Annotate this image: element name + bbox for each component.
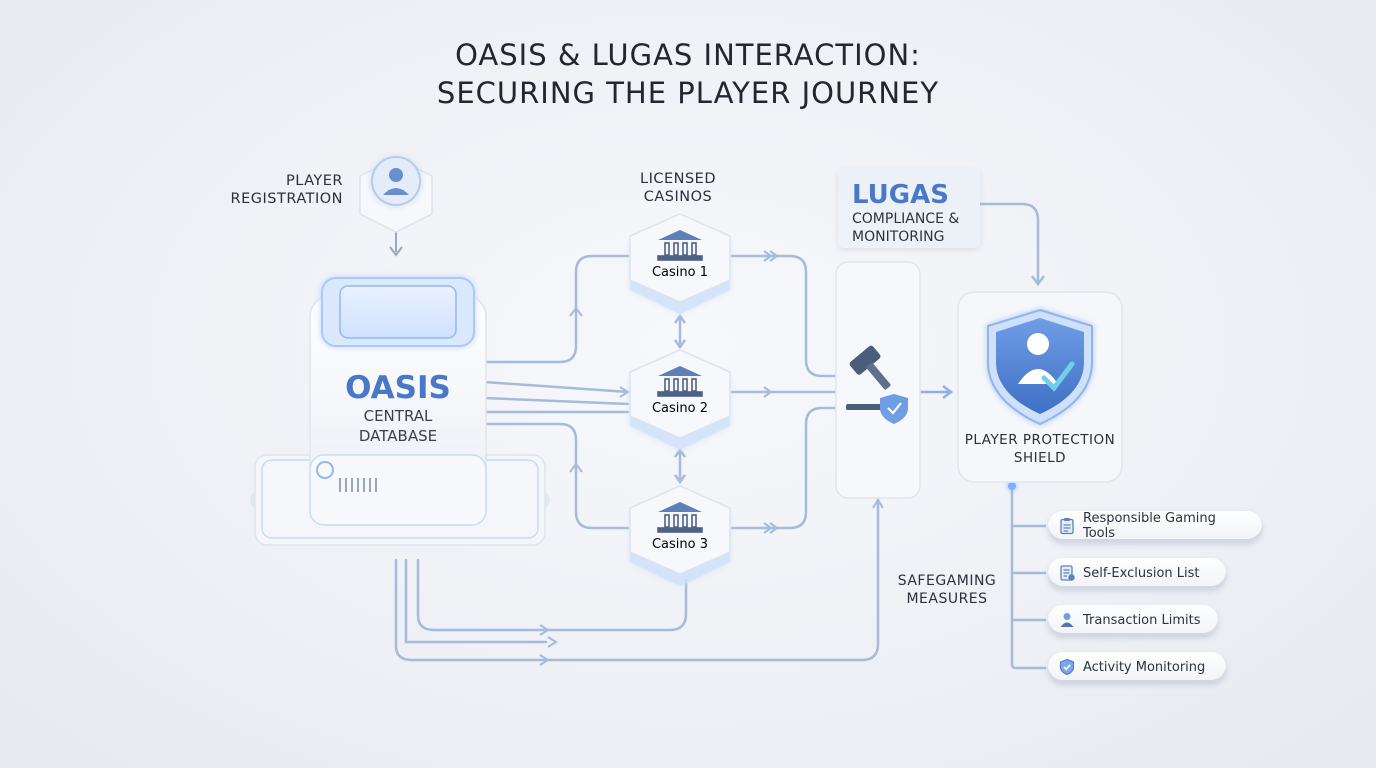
casino-link-arrows: [673, 313, 687, 485]
safegaming-label-line1: SAFEGAMING: [897, 573, 997, 589]
licensed-casinos-label-line1: LICENSED: [639, 171, 717, 187]
diagram-title-line2: SECURING THE PLAYER JOURNEY: [436, 76, 940, 110]
bank-icon: [657, 502, 703, 533]
oasis-lower-connectors: [394, 498, 880, 662]
safegaming-label-line2: MEASURES: [906, 591, 988, 607]
lugas-panel[interactable]: [835, 261, 921, 499]
lugas-to-shield-arrow: [920, 385, 954, 399]
shield-user-check-icon: [987, 308, 1093, 426]
shield-card[interactable]: [957, 291, 1123, 483]
casino-label-3: Casino 3: [652, 537, 708, 552]
gavel-shield-icon: [846, 345, 908, 424]
oasis-line1: CENTRAL: [363, 407, 433, 425]
casino-label-1: Casino 1: [652, 265, 708, 280]
shield-caption: PLAYER PROTECTION SHIELD: [958, 431, 1122, 467]
registration-label: PLAYER REGISTRATION: [200, 172, 343, 208]
oasis-label: OASIS CENTRAL DATABASE: [310, 370, 486, 446]
registration-to-oasis-arrow: [389, 230, 403, 257]
casino-label-2: Casino 2: [652, 401, 708, 416]
casino-node-2[interactable]: Casino 2: [629, 349, 731, 450]
oasis-connector-arrowheads: [569, 306, 630, 473]
shield-glow-dot: [1008, 482, 1016, 490]
casino-node-3[interactable]: Casino 3: [629, 485, 731, 586]
lugas-line2: MONITORING: [852, 229, 945, 245]
casinos-to-lugas-connectors: [730, 254, 836, 530]
document-icon: [1060, 565, 1075, 581]
shield-check-icon: [1060, 658, 1074, 676]
registration-label-line1: PLAYER: [285, 173, 343, 189]
person-icon: [1060, 613, 1074, 627]
measure-transaction-limits[interactable]: Transaction Limits: [1048, 605, 1218, 635]
bank-icon: [657, 366, 703, 397]
registration-node[interactable]: [359, 156, 433, 233]
oasis-name: OASIS: [345, 370, 451, 406]
lugas-line1: COMPLIANCE &: [852, 211, 960, 227]
licensed-casinos-label: LICENSED CASINOS: [618, 170, 738, 206]
casino-node-1[interactable]: Casino 1: [629, 213, 731, 314]
safegaming-label: SAFEGAMING MEASURES: [886, 572, 1008, 608]
shield-caption-line1: PLAYER PROTECTION: [964, 432, 1116, 448]
clipboard-icon: [1060, 518, 1074, 535]
shield-caption-line2: SHIELD: [1013, 450, 1067, 466]
measures-tree-connector: [1010, 484, 1046, 670]
measure-self-exclusion[interactable]: Self-Exclusion List: [1048, 558, 1226, 588]
measure-self-exclusion-label: Self-Exclusion List: [1083, 565, 1200, 581]
measure-responsible-gaming[interactable]: Responsible Gaming Tools: [1048, 511, 1262, 541]
oasis-cube: [250, 277, 550, 546]
measure-activity-monitoring-label: Activity Monitoring: [1083, 659, 1206, 675]
licensed-casinos-label-line2: CASINOS: [643, 189, 713, 205]
casino-lugas-arrowheads: [763, 250, 779, 534]
registration-label-line2: REGISTRATION: [230, 191, 343, 207]
diagram-title-line1: OASIS & LUGAS INTERACTION:: [455, 38, 921, 72]
oasis-line2: DATABASE: [358, 427, 438, 445]
lugas-label-box: LUGAS COMPLIANCE & MONITORING: [838, 168, 980, 248]
bank-icon: [657, 230, 703, 261]
measure-responsible-gaming-label: Responsible Gaming Tools: [1083, 511, 1216, 541]
measure-activity-monitoring[interactable]: Activity Monitoring: [1048, 652, 1226, 682]
lower-connector-arrowheads: [539, 498, 884, 666]
measure-transaction-limits-label: Transaction Limits: [1083, 612, 1201, 628]
lugas-label-to-shield-connector: [980, 202, 1045, 287]
lugas-name: LUGAS: [852, 180, 949, 210]
casino-shapes: Casino 1 Casino 2 Casino 3: [629, 213, 731, 586]
user-icon: [383, 168, 409, 195]
